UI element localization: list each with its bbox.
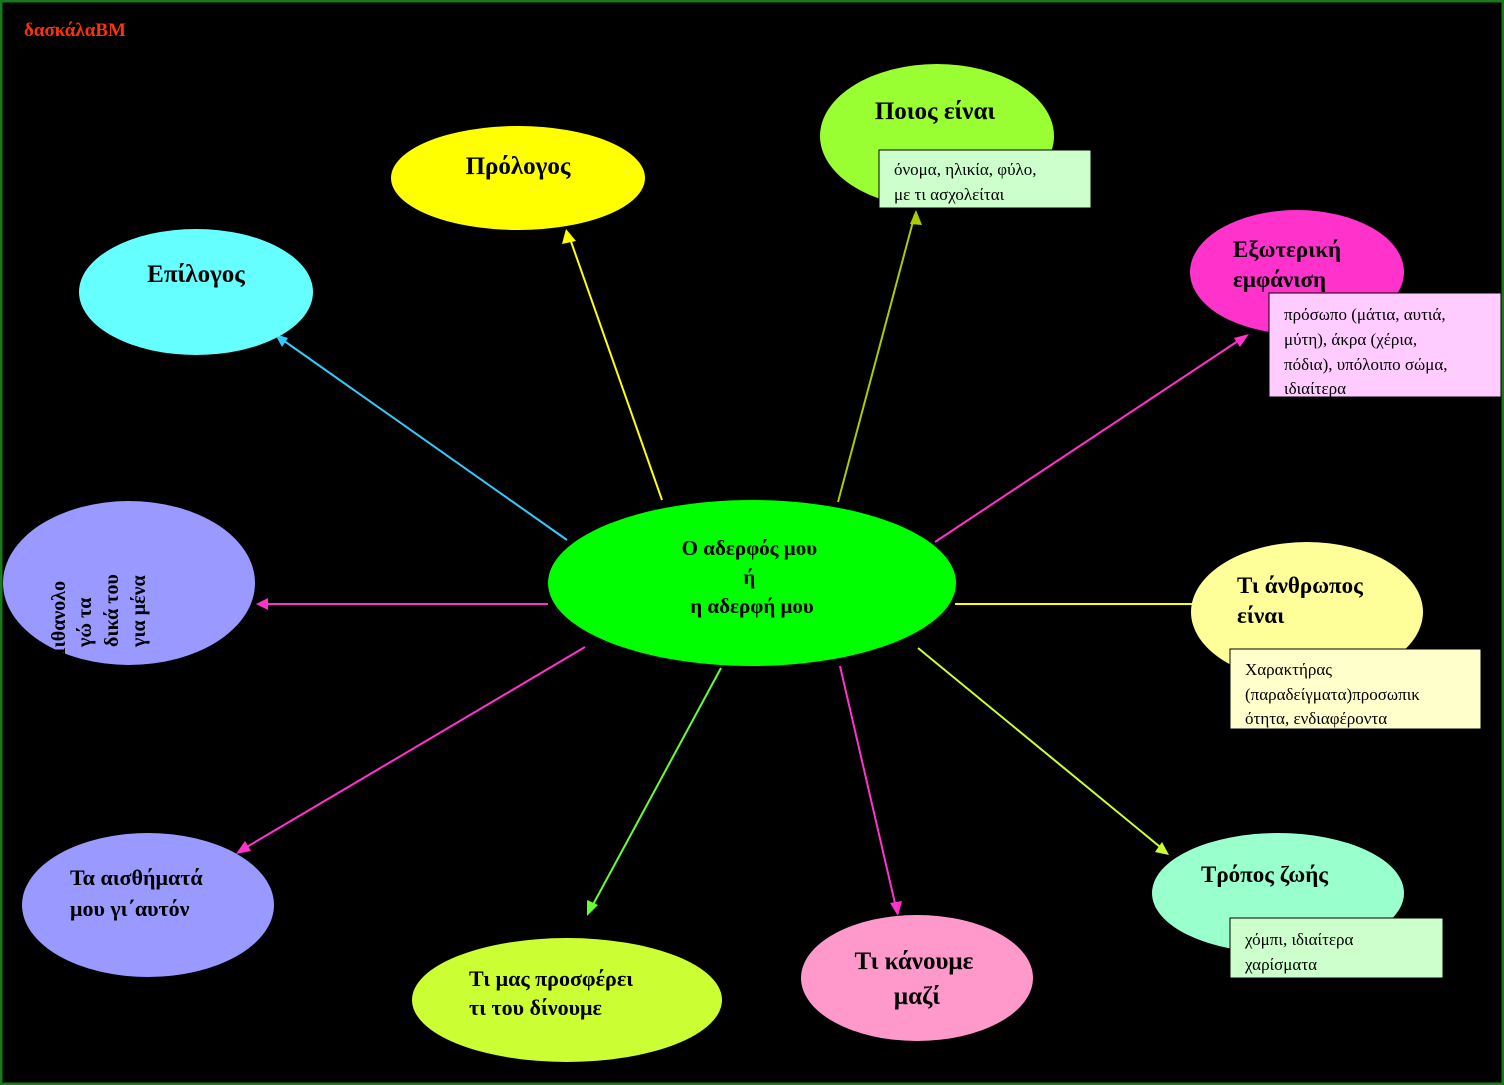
connector-offers xyxy=(588,667,722,913)
note-box-lifestyle xyxy=(1229,917,1444,979)
label-epilogue-line: Επίλογος xyxy=(147,261,245,288)
label-feelings-line: μου γι΄αυτόν xyxy=(70,896,190,921)
note-who: όνομα, ηλικία, φύλο, με τι ασχολείται xyxy=(894,160,1041,204)
note-lifestyle-line: χόμπι, ιδιαίτερα xyxy=(1244,930,1354,949)
note-character-line: ότητα, ενδιαφέροντα xyxy=(1245,709,1387,728)
label-probably-line: για μένα xyxy=(128,575,150,648)
note-character: Χαρακτήρας (παραδείγματα)προσωπικ ότητα,… xyxy=(1245,660,1424,728)
watermark: δασκάλαΒΜ xyxy=(24,20,126,41)
label-who: Ποιος είναι xyxy=(875,98,996,125)
label-appearance-line: Εξωτερική xyxy=(1233,237,1341,262)
ellipse-center xyxy=(548,500,956,666)
label-lifestyle: Τρόπος ζωής xyxy=(1201,862,1328,887)
node-together: Τι κάνουμε μαζί xyxy=(801,915,1033,1041)
node-prologue: Πρόλογος xyxy=(391,126,645,230)
note-appearance-line: πρόσωπο (μάτια, αυτιά, xyxy=(1284,305,1446,324)
ellipse-prologue xyxy=(391,126,645,230)
label-probably-line: Πιθανολο xyxy=(48,581,70,663)
note-character-line: Χαρακτήρας xyxy=(1245,660,1332,679)
node-appearance: Εξωτερική εμφάνιση πρόσωπο (μάτια, αυτιά… xyxy=(1190,210,1502,398)
label-character-line: είναι xyxy=(1237,603,1285,628)
label-prologue-line: Πρόλογος xyxy=(466,153,571,180)
connector-appearance xyxy=(934,336,1245,543)
arrowhead-prologue xyxy=(562,229,576,244)
label-feelings-line: Τα αισθήματά xyxy=(70,865,203,890)
note-appearance-line: πόδια), υπόλοιπο σώμα, xyxy=(1284,355,1448,374)
arrowhead-appearance xyxy=(1234,334,1249,347)
note-appearance: πρόσωπο (μάτια, αυτιά, μύτη), άκρα (χέρι… xyxy=(1284,305,1452,398)
center-label: Ο αδερφός μου ή η αδερφή μου xyxy=(682,536,823,618)
arrowhead-feelings xyxy=(236,841,251,854)
connector-feelings xyxy=(239,646,586,852)
center-label-line: η αδερφή μου xyxy=(690,594,814,618)
connector-who xyxy=(837,213,916,503)
label-appearance-line: εμφάνιση xyxy=(1233,267,1326,292)
note-who-line: όνομα, ηλικία, φύλο, xyxy=(894,160,1036,179)
label-together-line: μαζί xyxy=(894,983,940,1010)
center-node: Ο αδερφός μου ή η αδερφή μου xyxy=(548,500,956,666)
label-who-line: Ποιος είναι xyxy=(875,98,996,125)
note-box-who xyxy=(878,149,1092,209)
label-feelings: Τα αισθήματά μου γι΄αυτόν xyxy=(70,865,208,921)
node-epilogue: Επίλογος xyxy=(79,229,313,355)
note-who-line: με τι ασχολείται xyxy=(894,185,1005,204)
connector-prologue xyxy=(567,232,663,501)
label-together-line: Τι κάνουμε xyxy=(854,948,973,975)
label-epilogue: Επίλογος xyxy=(147,261,245,288)
ellipse-epilogue xyxy=(79,229,313,355)
label-probably-line: γώ τα xyxy=(74,598,96,648)
label-probably: Πιθανολο γώ τα δικά του για μένα xyxy=(48,569,150,663)
note-appearance-line: ιδιαίτερα xyxy=(1284,379,1346,398)
label-offers-line: τι του δίνουμε xyxy=(469,995,602,1020)
node-feelings: Τα αισθήματά μου γι΄αυτόν xyxy=(22,833,274,977)
connector-lifestyle xyxy=(917,647,1166,852)
arrowhead-together xyxy=(890,901,902,916)
label-prologue: Πρόλογος xyxy=(466,153,571,180)
center-label-line: ή xyxy=(743,565,755,589)
note-lifestyle-line: χαρίσματα xyxy=(1244,955,1317,974)
ellipse-together xyxy=(801,915,1033,1041)
note-box-appearance xyxy=(1268,292,1502,398)
ellipse-feelings xyxy=(22,833,274,977)
arrowhead-offers xyxy=(587,900,598,916)
arrowhead-epilogue xyxy=(275,334,288,347)
ellipse-character xyxy=(1191,542,1423,682)
connector-epilogue xyxy=(279,337,568,541)
node-character: Τι άνθρωπος είναι Χαρακτήρας (παραδείγμα… xyxy=(1191,542,1482,730)
arrowhead-who xyxy=(910,210,922,225)
node-who: Ποιος είναι όνομα, ηλικία, φύλο, με τι α… xyxy=(820,64,1092,209)
label-offers: Τι μας προσφέρει τι του δίνουμε xyxy=(469,966,639,1020)
label-lifestyle-line: Τρόπος ζωής xyxy=(1201,862,1328,887)
label-offers-line: Τι μας προσφέρει xyxy=(469,966,633,991)
note-appearance-line: μύτη), άκρα (χέρια, xyxy=(1284,330,1417,349)
arrowhead-probably xyxy=(256,598,268,610)
label-character: Τι άνθρωπος είναι xyxy=(1237,573,1369,628)
label-character-line: Τι άνθρωπος xyxy=(1237,573,1363,598)
note-box-character xyxy=(1229,648,1482,730)
ellipse-offers xyxy=(412,938,722,1062)
label-appearance: Εξωτερική εμφάνιση xyxy=(1233,237,1347,292)
label-together: Τι κάνουμε μαζί xyxy=(854,948,979,1010)
note-character-line: (παραδείγματα)προσωπικ xyxy=(1245,685,1420,704)
ellipse-probably xyxy=(3,501,255,665)
center-label-line: Ο αδερφός μου xyxy=(682,536,818,560)
arrowhead-lifestyle xyxy=(1155,842,1169,855)
connectors xyxy=(236,210,1249,916)
connector-together xyxy=(839,665,898,913)
node-probably: Πιθανολο γώ τα δικά του για μένα xyxy=(3,501,255,665)
node-offers: Τι μας προσφέρει τι του δίνουμε xyxy=(412,938,722,1062)
note-lifestyle: χόμπι, ιδιαίτερα χαρίσματα xyxy=(1244,930,1358,974)
node-lifestyle: Τρόπος ζωής χόμπι, ιδιαίτερα χαρίσματα xyxy=(1152,833,1444,979)
label-probably-line: δικά του xyxy=(101,574,123,647)
